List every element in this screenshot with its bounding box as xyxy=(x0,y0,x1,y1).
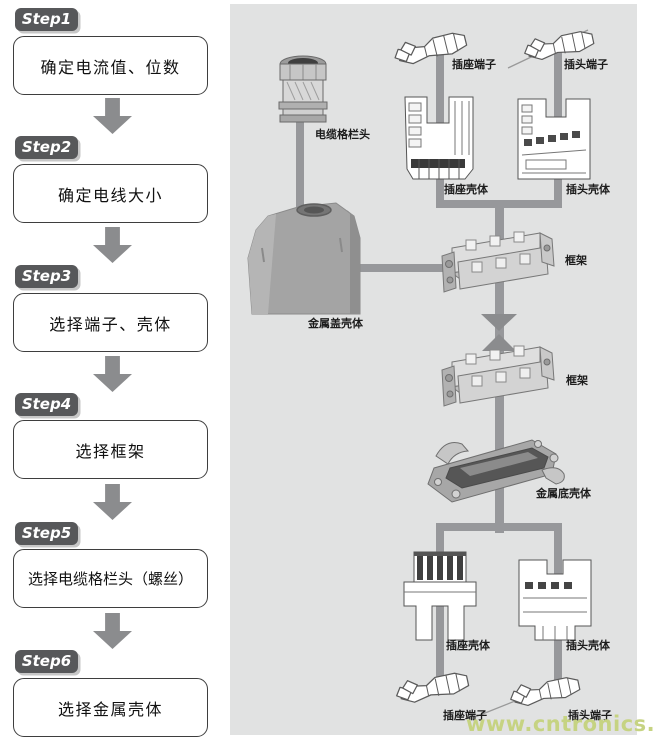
step6-label: 选择金属壳体 xyxy=(57,699,163,719)
cable-gland-drawing xyxy=(278,55,328,123)
step5-badge: Step5 xyxy=(15,522,78,545)
step1-label: 确定电流值、位数 xyxy=(40,57,181,77)
step6-badge: Step6 xyxy=(15,650,78,673)
socket-housing-top-drawing xyxy=(404,96,474,180)
plug-housing-bottom-drawing xyxy=(518,559,592,641)
watermark: www.cntronics.com xyxy=(466,712,656,736)
socket-housing-bottom-drawing xyxy=(403,551,477,641)
socket-terminal-bottom-label: 插座端子 xyxy=(443,709,487,722)
frame-lower-label: 框架 xyxy=(566,374,588,387)
step1-box: 确定电流值、位数 xyxy=(13,36,208,95)
step2-badge: Step2 xyxy=(15,136,78,159)
socket-housing-top-label: 插座壳体 xyxy=(444,183,488,196)
step4-label: 选择框架 xyxy=(75,441,146,461)
metal-base-housing-label: 金属底壳体 xyxy=(536,487,591,500)
step2-label: 确定电线大小 xyxy=(57,185,163,205)
socket-terminal-bottom-drawing xyxy=(393,667,471,707)
step3-badge: Step3 xyxy=(15,265,78,288)
step3-label: 选择端子、壳体 xyxy=(49,314,172,334)
metal-cover-housing-drawing xyxy=(247,202,361,315)
metal-base-housing-drawing xyxy=(427,439,565,503)
step4-box: 选择框架 xyxy=(13,420,208,479)
step5-label: 选择电缆格栏头（螺丝） xyxy=(27,570,193,588)
step4-badge: Step4 xyxy=(15,393,78,416)
plug-housing-top-label: 插头壳体 xyxy=(566,183,610,196)
plug-terminal-top-label: 插头端子 xyxy=(564,58,608,71)
step2-box: 确定电线大小 xyxy=(13,164,208,223)
step5-box: 选择电缆格栏头（螺丝） xyxy=(13,549,208,608)
mating-arrows-icon xyxy=(481,314,517,351)
frame-lower-drawing xyxy=(441,345,555,407)
frame-upper-drawing xyxy=(441,231,555,293)
plug-terminal-top-drawing xyxy=(507,26,596,69)
plug-terminal-bottom-label: 插头端子 xyxy=(568,709,612,722)
plug-terminal-bottom-drawing xyxy=(474,672,582,718)
socket-housing-bottom-label: 插座壳体 xyxy=(446,639,490,652)
cable-gland-label: 电缆格栏头 xyxy=(315,128,370,141)
socket-terminal-top-label: 插座端子 xyxy=(452,58,496,71)
step6-box: 选择金属壳体 xyxy=(13,678,208,737)
plug-housing-top-drawing xyxy=(517,98,591,180)
metal-cover-housing-label: 金属盖壳体 xyxy=(308,317,363,330)
step1-badge: Step1 xyxy=(15,8,78,31)
frame-upper-label: 框架 xyxy=(565,254,587,267)
plug-housing-bottom-label: 插头壳体 xyxy=(566,639,610,652)
step3-box: 选择端子、壳体 xyxy=(13,293,208,352)
